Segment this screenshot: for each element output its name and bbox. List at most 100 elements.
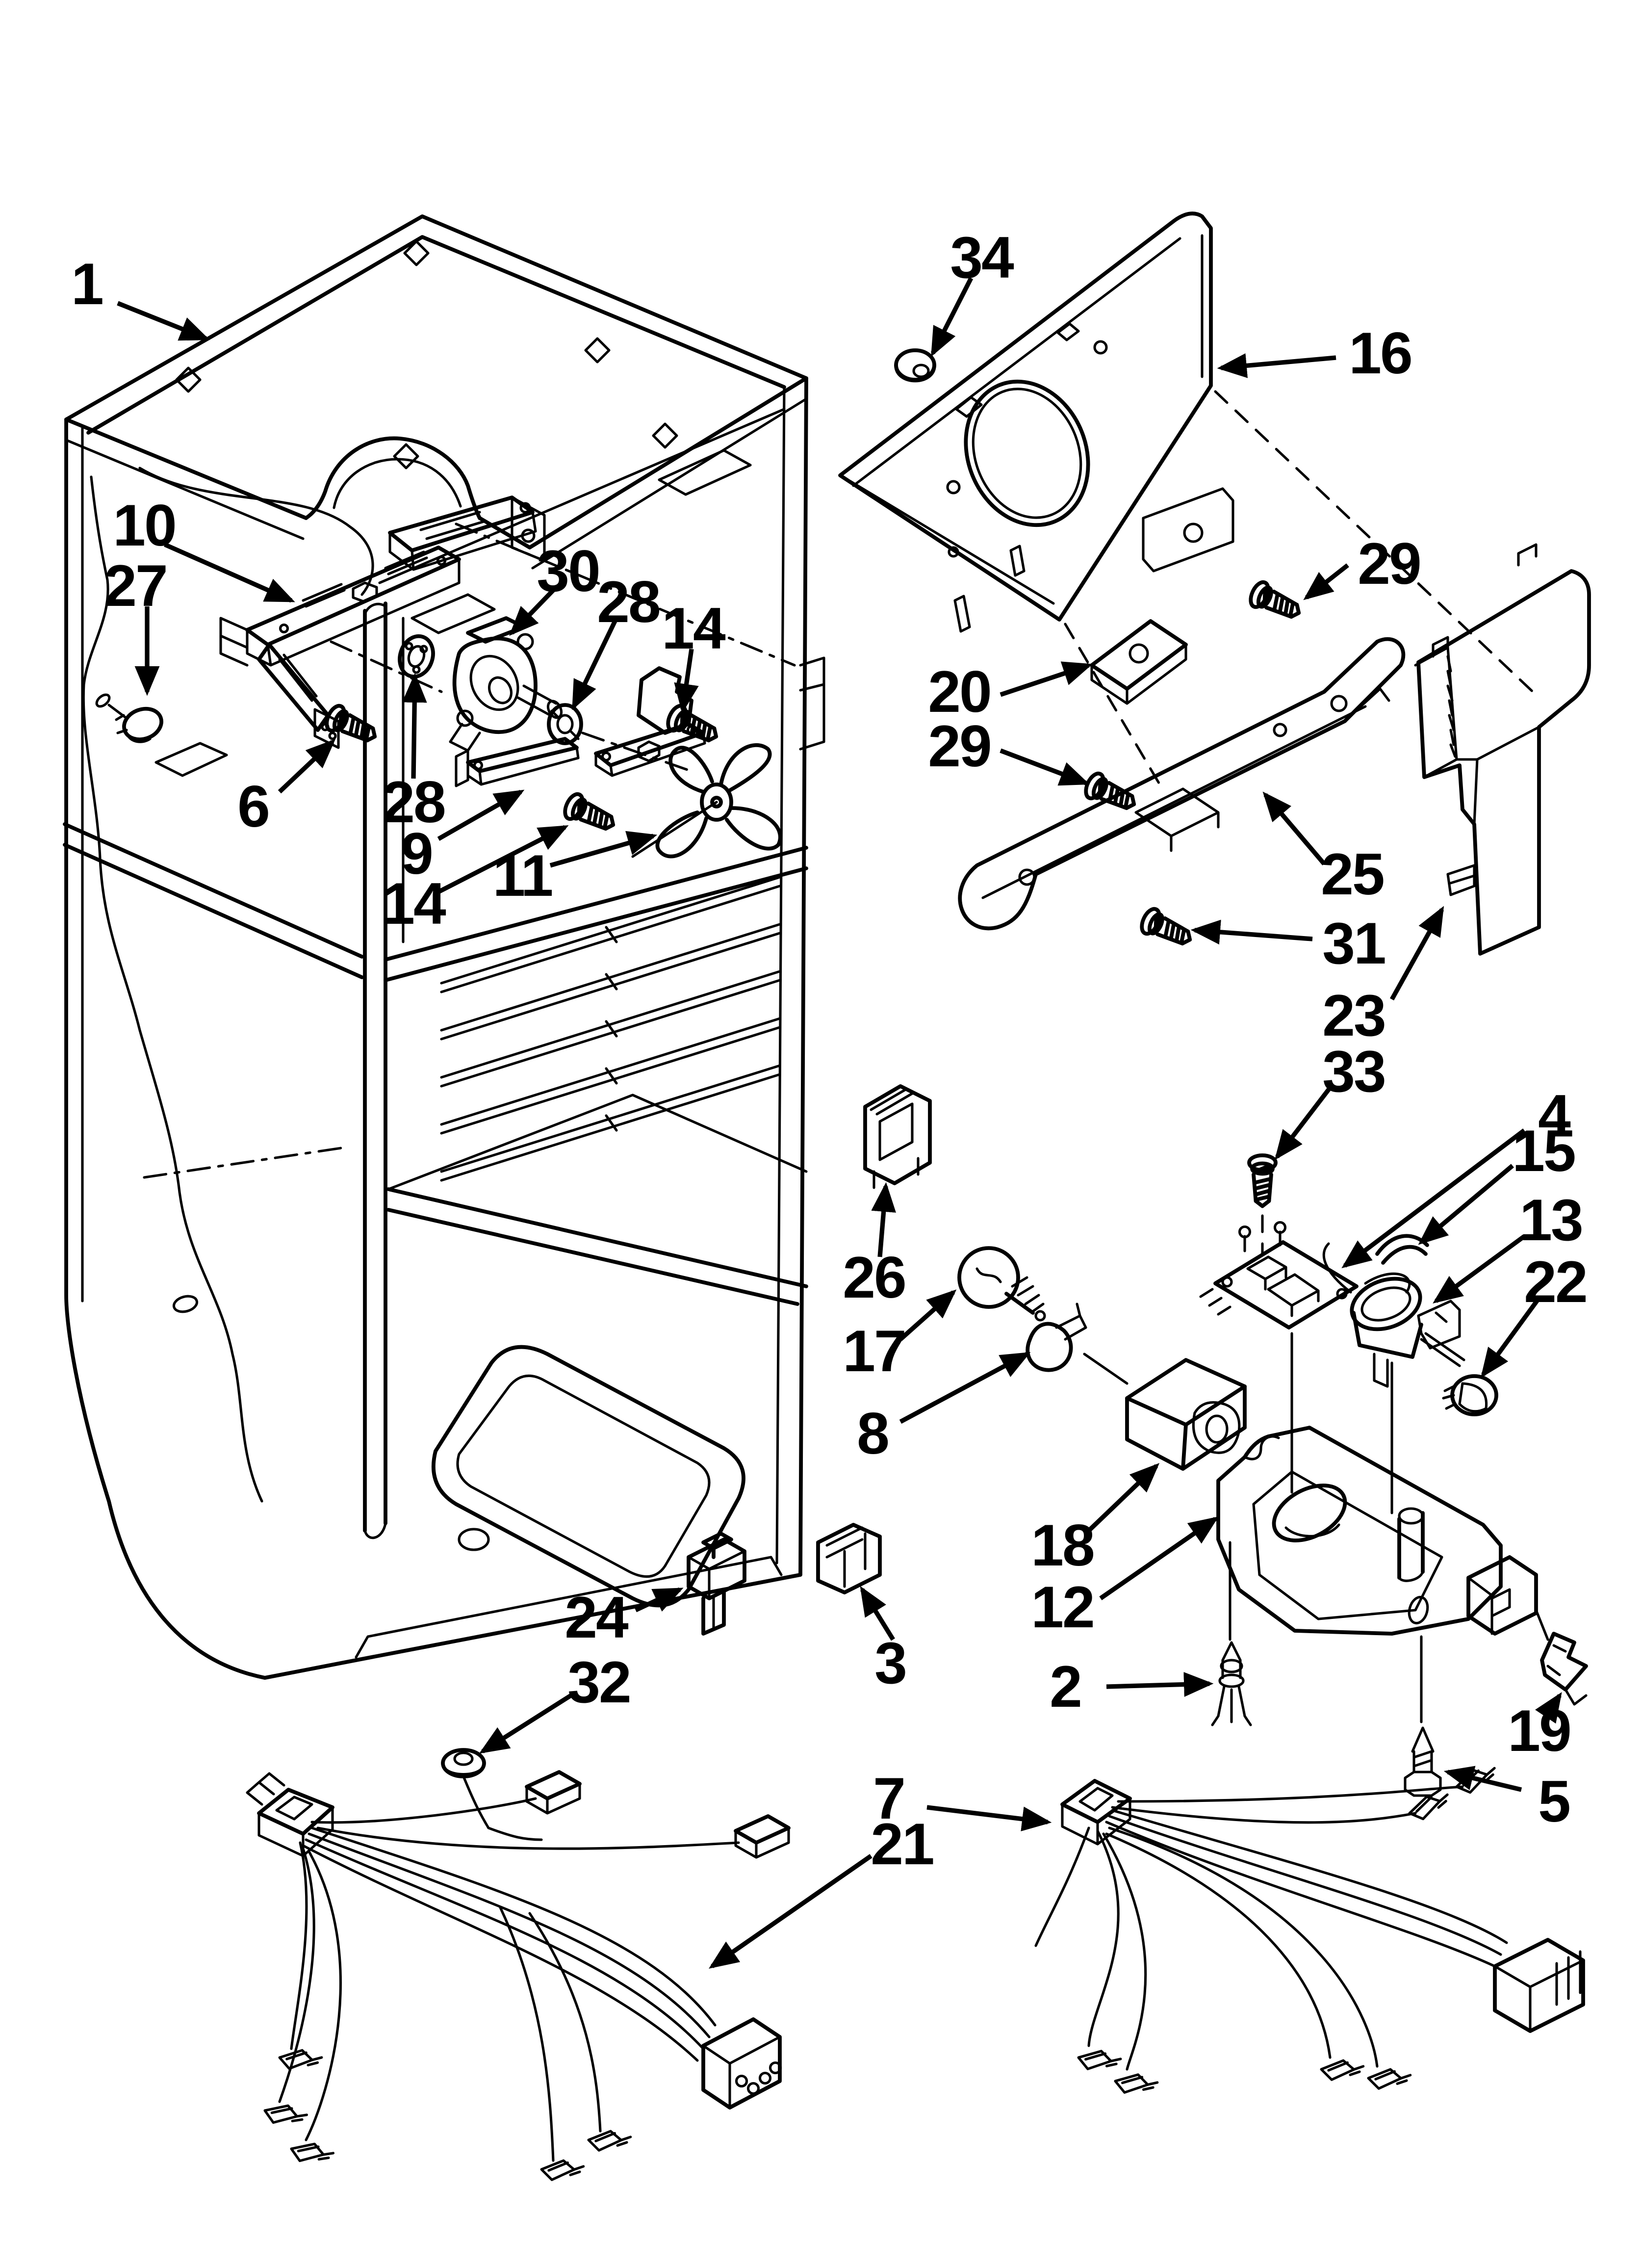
fan-motor-art-shape [719,743,772,792]
rear-panel-art-shape [1093,340,1108,355]
fan-motor-art-shape [407,645,426,668]
control-board-art-shape [1243,1230,1282,1252]
light-parts-art-shape [975,1267,1002,1283]
light-parts-art-shape [1011,1276,1045,1313]
mounting-bracket-art-shape [388,511,537,571]
harness-right-art-shape [1555,1950,1582,2006]
harness-left-art [246,1770,791,2184]
callout-num-29: 29 [1358,531,1420,597]
rear-panel-art-shape [1183,522,1204,543]
light-parts-art-shape [1125,1358,1247,1427]
light-parts-art-shape [1034,1310,1046,1322]
evaporator-cover-art-shape [1134,787,1220,852]
control-housing-art-shape [1398,1570,1424,1582]
small-clips-art-shape [816,1523,882,1594]
fan-motor-art-shape [556,714,574,734]
callout-arrow-33 [1274,1086,1332,1160]
callout-num-26: 26 [843,1245,905,1310]
callout-arrow-6 [278,739,336,794]
harness-right-art-shape [1102,1832,1147,2071]
evaporator-cover-art-shape [1273,723,1287,737]
mounting-bracket-art [219,495,796,749]
callout-arrow-15 [1418,1164,1514,1245]
mounting-bracket-art-shape [328,731,337,740]
callout-29-30: 29 [1303,531,1422,600]
callout-33-35: 33 [1274,1039,1386,1160]
callout-num-18: 18 [1031,1512,1094,1578]
fan-motor-art-shape [700,782,733,822]
callout-8-7: 8 [857,1352,1031,1466]
callout-num-25: 25 [1321,841,1384,907]
callout-num-24: 24 [564,1585,629,1650]
callout-num-21: 21 [871,1811,933,1877]
liner-cabinet-art-shape [384,846,808,982]
control-housing-art-shape [1216,1426,1503,1636]
callout-18-18: 18 [1031,1463,1160,1578]
callout-num-17: 17 [843,1318,905,1384]
callout-7-6: 7 [873,1766,1052,1831]
air-tower-art-shape [1416,569,1591,956]
rear-panel-art-shape [955,322,1080,418]
harness-right-art-shape [1108,1815,1502,1956]
air-tower-art-shape [1446,864,1476,896]
mounting-bracket-art-shape [352,581,378,603]
callout-26-26: 26 [843,1182,907,1310]
callout-23-23: 23 [1322,906,1444,1048]
callout-num-33: 33 [1322,1039,1385,1104]
harness-right-art-shape [1320,2058,1363,2084]
callout-num-7: 7 [873,1766,904,1831]
liner-cabinet-art-shape [458,1528,490,1551]
thermostat-art-shape [1450,1374,1498,1416]
harness-left-art-shape [735,2074,748,2088]
evaporator-cover-art-shape [1018,868,1036,886]
callout-29-31: 29 [928,713,1090,786]
control-housing-art-shape [1252,1470,1443,1620]
callout-3-2: 3 [860,1586,907,1696]
callout-num-28: 28 [597,569,660,635]
fan-motor-art-shape [405,642,413,651]
callout-num-19: 19 [1508,1698,1570,1764]
control-housing-art-shape [1221,1641,1242,1662]
callout-arrow-4 [1341,1128,1526,1269]
fan-motor-art-shape [550,709,580,740]
rear-panel-art-shape [1090,619,1188,691]
control-board-art-shape [1199,1288,1232,1316]
liner-cabinet-art-shape [64,376,808,549]
callout-20-20: 20 [928,659,1093,725]
control-board-art-shape [1290,1332,1393,1514]
harness-left-art-shape [540,2158,584,2184]
control-housing-art-shape [1220,1659,1243,1673]
callout-arrow-18 [1087,1463,1160,1533]
callout-16-16: 16 [1217,320,1413,386]
callout-num-8: 8 [857,1401,888,1466]
fan-motor-art-shape [456,709,474,727]
harness-right-art-shape [1113,2070,1158,2100]
callout-arrow-26 [871,1182,896,1257]
control-housing-art-shape [1211,1685,1252,1726]
fan-motor-art-shape [547,703,583,745]
evaporator-cover-art-shape [1138,906,1196,952]
fan-motor-art-shape [469,654,519,711]
callout-10-9: 10 [113,493,295,603]
fan-motor-art-shape [637,740,661,762]
liner-cabinet-art-shape [363,601,387,1533]
rear-panel-art-shape [1129,643,1149,664]
callout-5-4: 5 [1443,1766,1571,1834]
rear-panel-art-shape [1064,390,1540,790]
liner-cabinet-art-shape [65,397,808,570]
rear-panel-art-shape [946,480,961,495]
evaporator-cover-art [958,637,1406,952]
fan-motor-art-shape [419,645,428,653]
control-housing-art-shape [1404,1771,1442,1797]
harness-left-art-shape [278,1847,315,2103]
harness-right-art-shape [1034,1826,1090,1947]
callout-32-34: 32 [479,1649,632,1754]
liner-cabinet-art-shape [386,1187,808,1306]
callout-arrow-8 [899,1352,1031,1424]
callout-num-22: 22 [1524,1249,1586,1315]
callout-num-2: 2 [1050,1654,1081,1720]
light-parts-art-shape [878,1102,914,1161]
callout-num-15: 15 [1512,1118,1575,1184]
harness-left-art-shape [278,2046,322,2075]
liner-cabinet-art-shape [63,822,364,979]
